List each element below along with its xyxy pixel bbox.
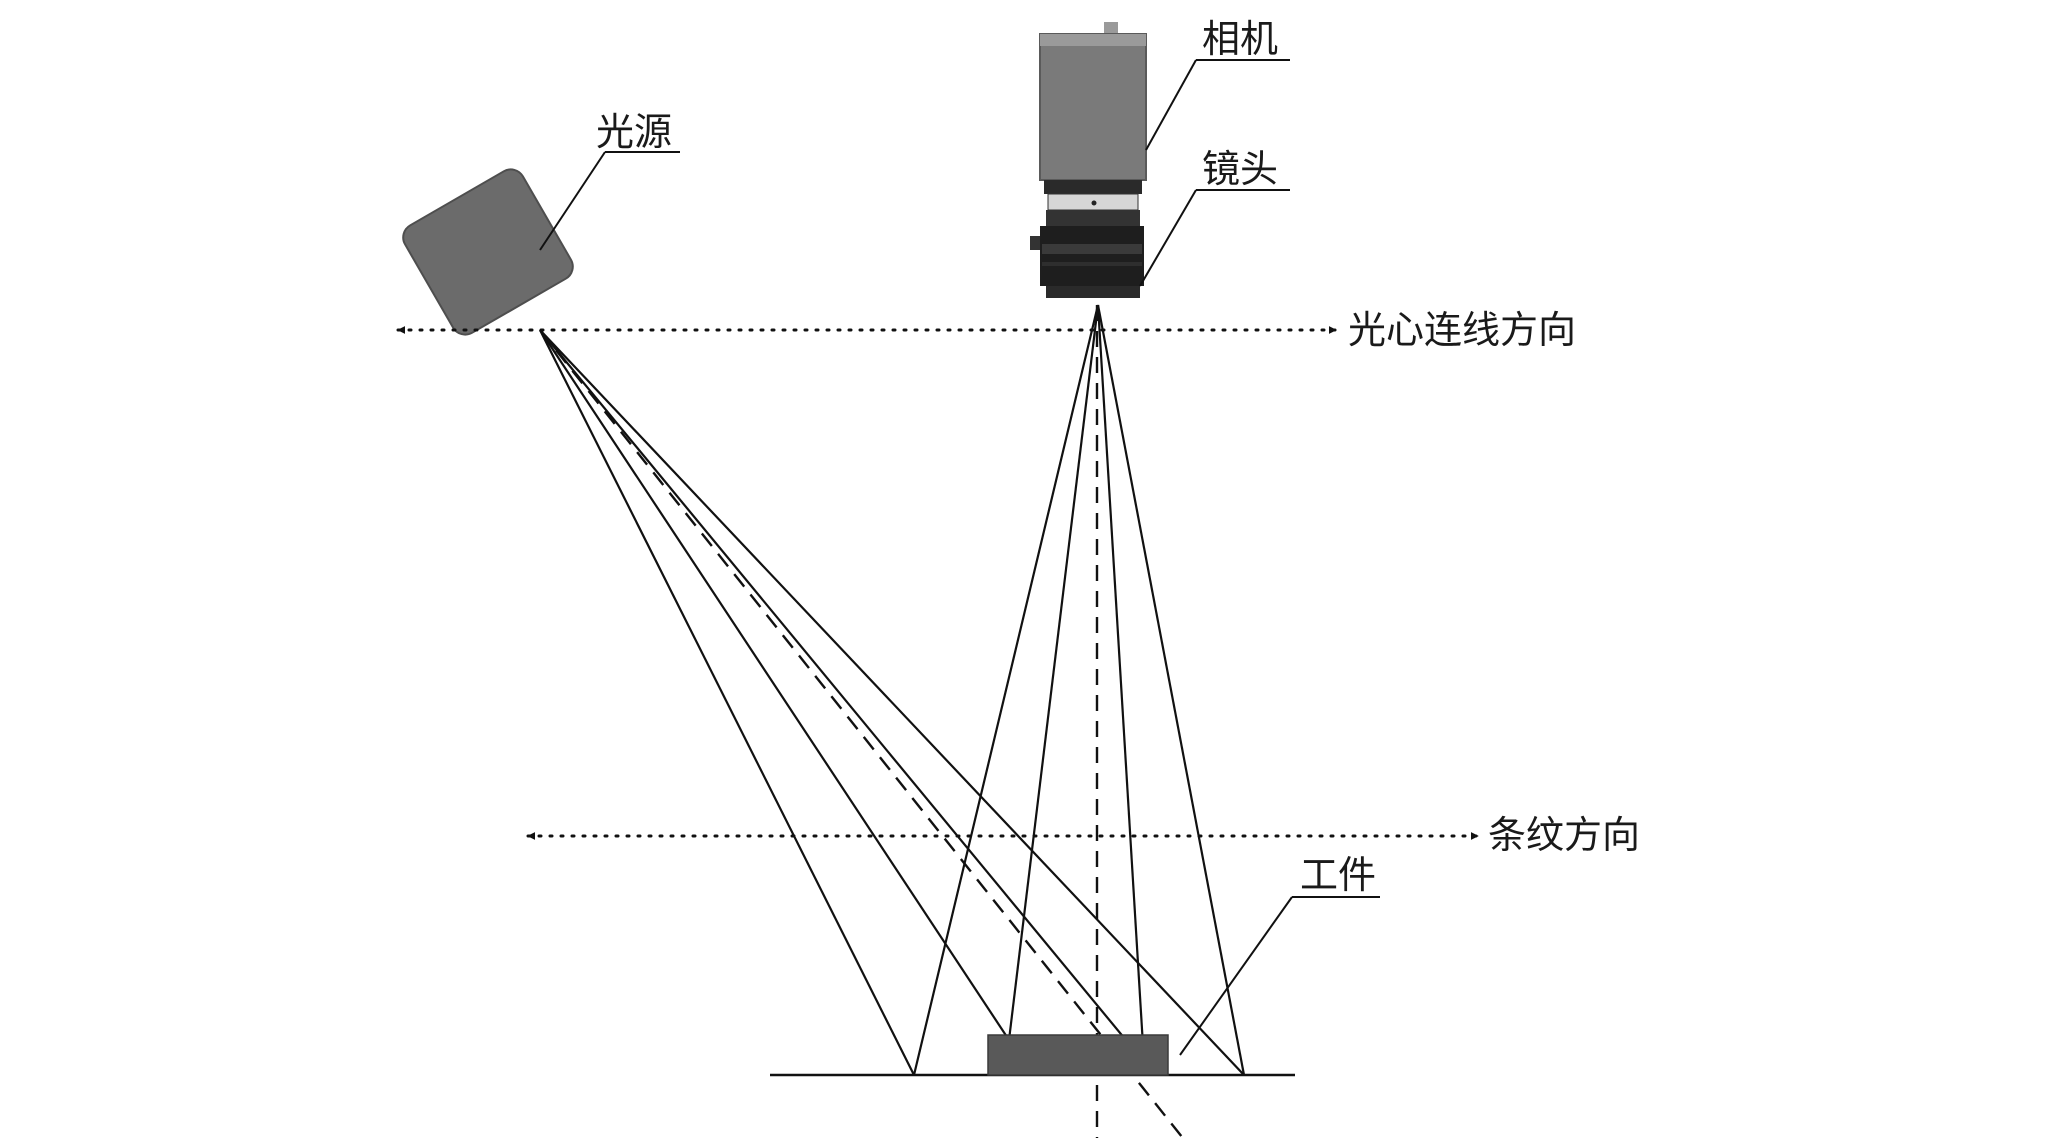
imaging-rays bbox=[912, 304, 1246, 1076]
lens bbox=[1030, 180, 1144, 298]
projection-axis bbox=[539, 329, 1185, 1138]
workpiece-leader bbox=[1179, 896, 1293, 1056]
lens-leader bbox=[1139, 189, 1197, 287]
light-source bbox=[402, 168, 574, 336]
workpiece-label: 工件 bbox=[1300, 853, 1376, 897]
lens-label: 镜头 bbox=[1202, 147, 1278, 191]
workpiece bbox=[987, 1034, 1169, 1076]
fringe-direction-label: 条纹方向 bbox=[1488, 813, 1640, 857]
camera-leader bbox=[1145, 59, 1197, 151]
camera-label: 相机 bbox=[1202, 17, 1278, 61]
light-source-label: 光源 bbox=[596, 110, 672, 154]
projection-rays bbox=[539, 329, 1245, 1076]
light-source-leader bbox=[539, 151, 606, 251]
optical-center-direction-label: 光心连线方向 bbox=[1348, 308, 1576, 352]
camera bbox=[1039, 22, 1147, 181]
